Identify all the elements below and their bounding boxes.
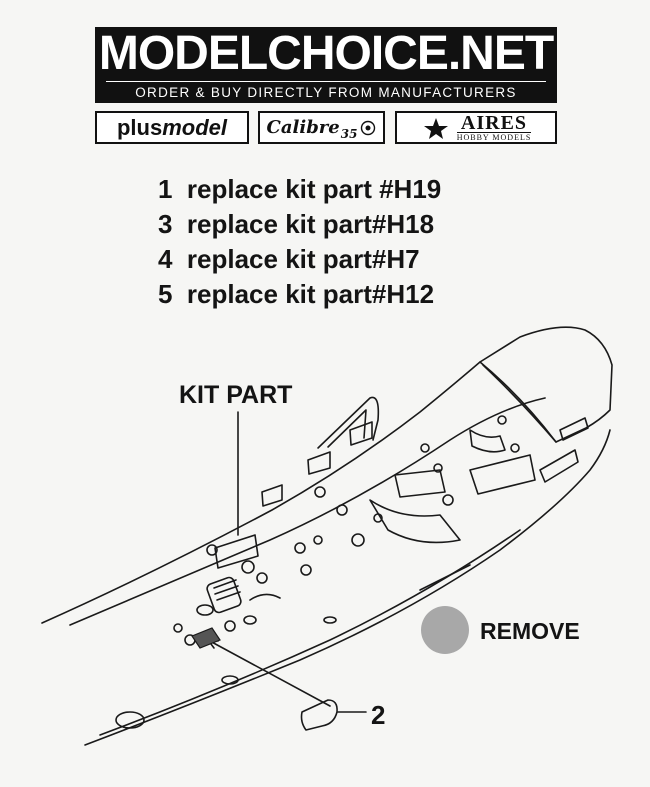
aires-logo-subtext: HOBBY MODELS <box>456 131 532 142</box>
banner-divider <box>106 81 546 82</box>
porthole <box>442 494 454 506</box>
part-2-piece <box>300 699 338 731</box>
replace-arrow <box>207 639 331 707</box>
porthole <box>433 463 443 473</box>
instruction-line: 3 replace kit part#H18 <box>158 209 435 239</box>
porthole <box>196 604 214 616</box>
porthole <box>313 535 323 545</box>
remove-target-part <box>191 627 221 649</box>
kit-part-label: KIT PART <box>179 381 293 409</box>
fuselage-belly-line <box>99 529 521 736</box>
porthole <box>256 572 268 584</box>
vent-grill <box>206 576 242 614</box>
porthole <box>351 533 365 547</box>
remove-marker-icon <box>421 606 469 654</box>
aires-logo: AIRES HOBBY MODELS <box>395 111 557 144</box>
calibre-logo-number: 35 <box>340 126 358 141</box>
banner-title: MODELCHOICE.NET <box>98 27 554 80</box>
instruction-line: 1 replace kit part #H19 <box>158 174 442 204</box>
porthole <box>243 615 257 625</box>
porthole <box>314 486 326 498</box>
instruction-line: 5 replace kit part#H12 <box>158 279 435 309</box>
fuselage-shoulder-line <box>69 397 546 626</box>
target-icon <box>361 120 376 135</box>
aires-logo-text: AIRES <box>460 111 528 134</box>
banner-subtitle-wrap: ORDER & BUY DIRECTLY FROM MANUFACTURERS <box>95 81 557 101</box>
modelchoice-banner: MODELCHOICE.NET ORDER & BUY DIRECTLY FRO… <box>95 27 557 103</box>
porthole <box>241 560 255 574</box>
plusmodel-logo-model: model <box>162 114 228 140</box>
panel-line <box>394 469 446 498</box>
banner-subtitle: ORDER & BUY DIRECTLY FROM MANUFACTURERS <box>135 85 517 100</box>
instruction-list: 1 replace kit part #H19 3 replace kit pa… <box>158 172 441 312</box>
panel-line <box>349 421 373 446</box>
porthole <box>323 616 337 624</box>
aires-star-icon <box>423 117 448 139</box>
remove-label: REMOVE <box>480 618 580 644</box>
plusmodel-logo-plus: plus <box>116 114 163 140</box>
panel-line <box>369 499 461 544</box>
instruction-line: 4 replace kit part#H7 <box>158 244 420 274</box>
nose-seam <box>482 364 557 443</box>
porthole <box>336 504 348 516</box>
panel-line <box>307 451 331 475</box>
porthole <box>300 564 312 576</box>
porthole <box>420 443 430 453</box>
porthole <box>294 542 306 554</box>
panel-line <box>539 449 579 483</box>
panel-line <box>261 484 283 507</box>
nose-cone <box>479 326 613 443</box>
panel-line <box>249 593 281 601</box>
fuselage-top-outline <box>41 361 481 624</box>
panel-line <box>559 417 589 441</box>
porthole <box>173 623 183 633</box>
panel-line <box>214 534 259 569</box>
porthole <box>206 544 218 556</box>
vent-grill-slats <box>213 579 241 601</box>
panel-line <box>419 564 471 591</box>
part-number-label: 2 <box>371 700 386 730</box>
porthole <box>373 513 383 523</box>
porthole <box>221 675 239 685</box>
calibre-logo-text: Calibre <box>266 117 340 138</box>
porthole <box>497 415 507 425</box>
dorsal-fin-inner <box>327 409 367 448</box>
porthole <box>115 711 145 729</box>
porthole <box>224 620 236 632</box>
dorsal-fin <box>317 396 380 449</box>
fuselage-bottom-outline <box>84 429 611 746</box>
panel-line <box>469 454 536 495</box>
porthole <box>510 443 520 453</box>
panel-line <box>469 429 506 453</box>
